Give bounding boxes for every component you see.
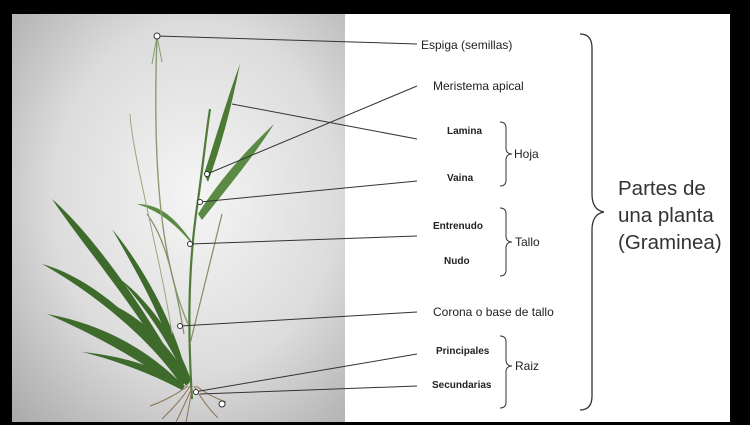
hoja-group-label: Hoja xyxy=(514,148,539,160)
lamina-leaf xyxy=(204,64,240,182)
corona-label: Corona o base de tallo xyxy=(433,306,554,318)
lamina-label: Lamina xyxy=(447,127,482,137)
tallo-bracket xyxy=(500,208,512,276)
vaina-label: Vaina xyxy=(447,174,473,184)
main-bracket xyxy=(580,34,604,410)
espiga-label: Espiga (semillas) xyxy=(421,39,512,51)
tallo-group-label: Tallo xyxy=(515,236,540,248)
diagram-title-line-1: Partes de xyxy=(618,176,706,202)
raiz-group-label: Raiz xyxy=(515,360,539,372)
diagram-title-line-2: una planta xyxy=(618,203,714,229)
main-stem xyxy=(189,109,210,399)
raiz-bracket xyxy=(500,336,512,408)
diagram-title-line-3: (Graminea) xyxy=(618,230,722,256)
group-brackets xyxy=(500,122,512,408)
grass-plant-illustration xyxy=(42,36,274,422)
principales-label: Principales xyxy=(436,347,489,357)
secundarias-label: Secundarias xyxy=(432,381,491,391)
secondary-stem xyxy=(130,114,172,334)
diagram-frame: Espiga (semillas) Meristema apical Coron… xyxy=(12,14,730,422)
spike-stem xyxy=(156,36,188,324)
entrenudo-label: Entrenudo xyxy=(433,222,483,232)
meristema-label: Meristema apical xyxy=(433,80,524,92)
nudo-label: Nudo xyxy=(444,257,470,267)
hoja-bracket xyxy=(500,122,512,186)
leaf-cluster xyxy=(42,199,191,390)
roots xyxy=(150,386,226,422)
